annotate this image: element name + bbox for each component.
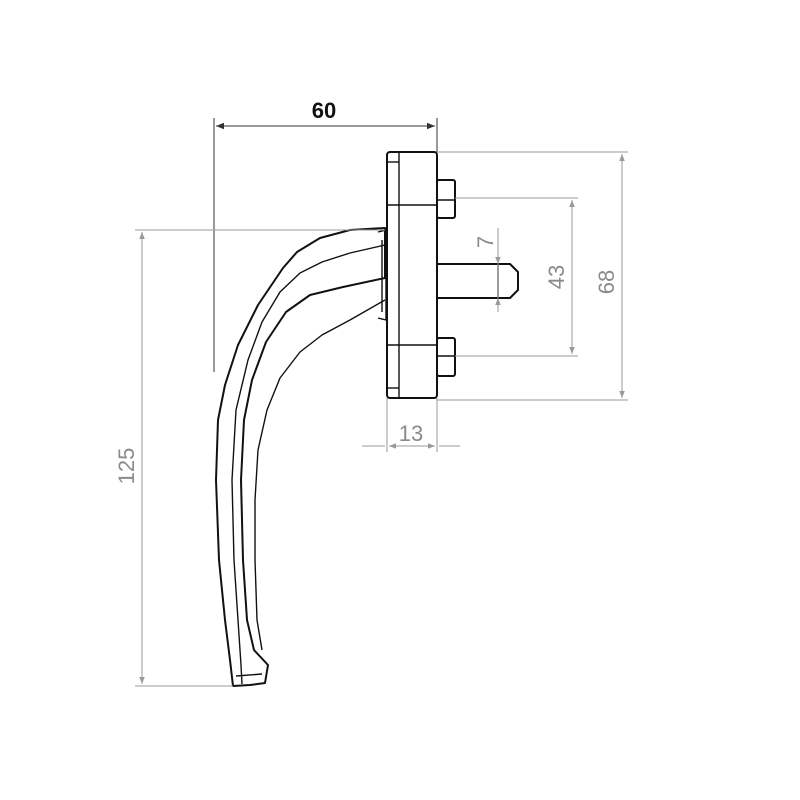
dimension-width-label: 60 [312,98,336,123]
screw-boss-top [436,179,456,219]
dimension-base-height: 68 [437,151,628,401]
dimension-height: 125 [114,229,385,687]
dimension-spindle-label: 7 [473,236,498,248]
dimension-spindle: 7 [473,228,501,312]
handle-lever [215,227,386,687]
dimension-screw-spacing: 43 [455,197,578,357]
dimension-width: 60 [213,98,438,372]
base-rose [377,151,438,399]
dimension-base-depth: 13 [362,398,460,452]
square-spindle [436,263,519,299]
screw-boss-bottom [436,337,456,377]
dimension-screw-spacing-label: 43 [544,265,569,289]
dimension-height-label: 125 [114,448,139,485]
dimension-base-height-label: 68 [594,270,619,294]
dimension-base-depth-label: 13 [399,421,423,446]
